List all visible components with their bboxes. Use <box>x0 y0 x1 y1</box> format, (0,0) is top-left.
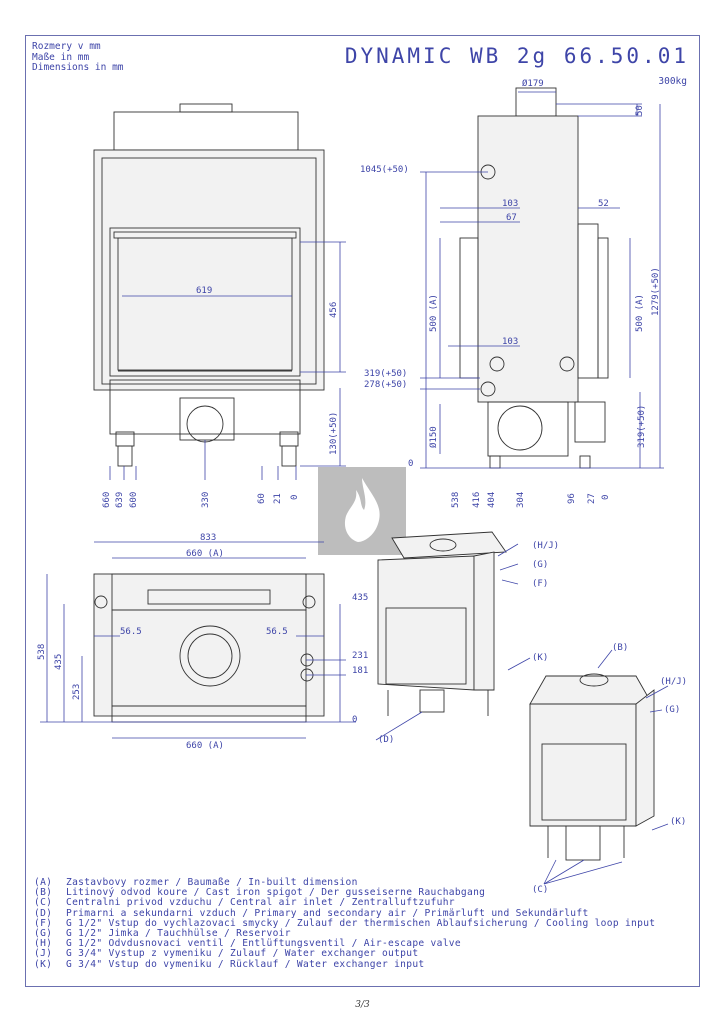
side-height-319-right: 319(+50) <box>637 405 647 448</box>
front-bottom-21: 21 <box>273 493 283 504</box>
model-title: DYNAMIC WB 2g 66.50.01 <box>344 44 689 68</box>
front-height-130: 130(+50) <box>329 412 339 455</box>
callout-k-mid: (K) <box>532 653 548 663</box>
dimensions-note-cz: Rozmery v mm <box>32 41 101 52</box>
side-bottom-538: 538 <box>451 492 461 508</box>
front-bottom-639: 639 <box>115 492 125 508</box>
callout-g-top: (G) <box>532 560 548 570</box>
iso-rear-view <box>529 649 669 885</box>
top-depth-435-left: 435 <box>54 654 64 670</box>
flame-logo <box>318 467 406 555</box>
side-air-diameter: Ø150 <box>428 426 439 448</box>
top-dim-56-right: 56.5 <box>266 627 288 637</box>
side-dim-50: 50 <box>635 105 645 116</box>
side-bottom-27: 27 <box>587 493 597 504</box>
side-dim-67: 67 <box>506 213 517 223</box>
front-width-619: 619 <box>196 286 212 296</box>
top-depth-181: 181 <box>352 666 368 676</box>
top-depth-231: 231 <box>352 651 368 661</box>
legend-item-b: (B)Litinový odvod koure / Cast iron spig… <box>34 887 486 899</box>
callout-c: (C) <box>532 885 548 895</box>
callout-f: (F) <box>532 579 548 589</box>
top-depth-435-right: 435 <box>352 593 368 603</box>
callout-d: (D) <box>378 735 394 745</box>
side-bottom-416: 416 <box>472 492 482 508</box>
legend-item-f: (F)G 1/2" Vstup do vychlazovaci smycky /… <box>34 917 656 929</box>
legend-item-d: (D)Primarni a sekundarni vzduch / Primar… <box>34 907 589 919</box>
side-height-278: 278(+50) <box>364 380 407 390</box>
top-dim-56-left: 56.5 <box>120 627 142 637</box>
side-dim-103-top: 103 <box>502 199 518 209</box>
top-width-833: 833 <box>200 533 216 543</box>
top-width-660-bottom: 660 (A) <box>186 741 224 751</box>
callout-k-right: (K) <box>670 817 686 827</box>
side-dim-52: 52 <box>598 199 609 209</box>
side-zero: 0 <box>408 459 413 469</box>
side-bottom-96: 96 <box>567 493 577 504</box>
legend-item-k: (K)G 3/4" Vstup do vymeniku / Rücklauf /… <box>34 958 425 970</box>
front-bottom-330: 330 <box>201 492 211 508</box>
top-width-660-top: 660 (A) <box>186 549 224 559</box>
top-depth-538: 538 <box>37 644 47 660</box>
callout-hj-top: (H/J) <box>532 541 559 551</box>
weight-label: 300kg <box>658 76 687 87</box>
side-height-1045: 1045(+50) <box>360 165 409 175</box>
top-view <box>40 541 356 739</box>
legend-item-c: (C)Centralni privod vzduchu / Central ai… <box>34 897 455 909</box>
side-bottom-0: 0 <box>601 495 611 500</box>
side-height-319-left: 319(+50) <box>364 369 407 379</box>
callout-g-right: (G) <box>664 705 680 715</box>
front-bottom-600: 600 <box>129 492 139 508</box>
side-height-1279: 1279(+50) <box>651 267 661 316</box>
dimensions-note-de: Maße in mm <box>32 51 90 63</box>
legend: (A)Zastavbovy rozmer / Baumaße / In-buil… <box>34 877 694 970</box>
page-number: 3/3 <box>355 1000 370 1010</box>
front-bottom-660: 660 <box>102 492 112 508</box>
side-view <box>420 87 664 469</box>
top-depth-253: 253 <box>72 684 82 700</box>
drawing-frame <box>25 35 700 987</box>
side-dim-103-bottom: 103 <box>502 337 518 347</box>
dimensions-note: Rozmery v mm Maße in mm Dimensions in mm <box>32 41 124 74</box>
legend-item-a: (A)Zastavbovy rozmer / Baumaße / In-buil… <box>34 877 358 888</box>
front-bottom-0: 0 <box>290 495 300 500</box>
callout-hj-right: (H/J) <box>660 677 687 687</box>
iso-front-view <box>375 531 531 741</box>
legend-item-g: (G)G 1/2" Jimka / Tauchhülse / Reservoir <box>34 928 291 940</box>
callout-b: (B) <box>612 643 628 653</box>
side-dim-500-left: 500 (A) <box>429 294 439 332</box>
top-depth-0: 0 <box>352 715 357 725</box>
dimensions-note-en: Dimensions in mm <box>32 62 124 73</box>
side-flue-diameter: Ø179 <box>522 78 544 89</box>
side-dim-500-right: 500 (A) <box>635 294 645 332</box>
front-view <box>93 103 346 480</box>
legend-item-h: (H)G 1/2" Odvdusnovaci ventil / Entlüftu… <box>34 938 461 950</box>
front-height-456: 456 <box>329 302 339 318</box>
front-bottom-60: 60 <box>257 493 267 504</box>
side-bottom-404: 404 <box>487 492 497 508</box>
legend-item-j: (J)G 3/4" Vystup z vymeniku / Zulauf / W… <box>34 948 419 960</box>
side-bottom-304: 304 <box>516 492 526 508</box>
